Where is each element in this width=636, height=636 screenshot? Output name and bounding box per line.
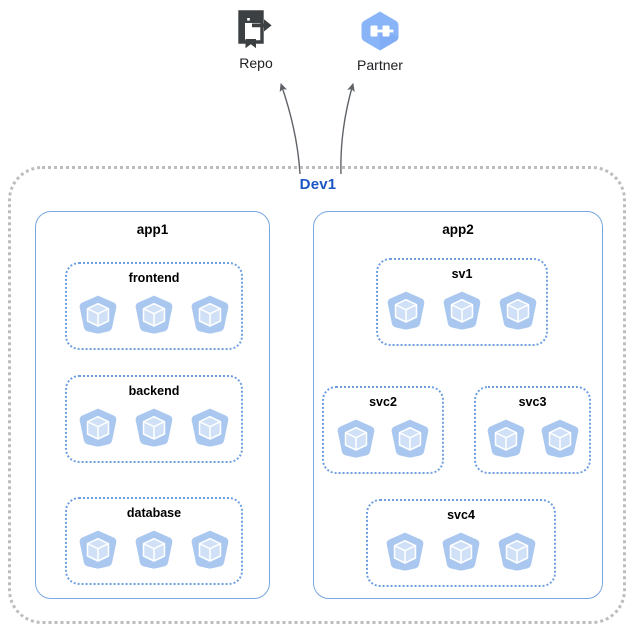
pod-icon[interactable] — [390, 418, 430, 462]
service-group-backend-label: backend — [128, 384, 180, 398]
pod-list-svc2 — [324, 418, 442, 462]
pod-icon[interactable] — [78, 529, 118, 573]
service-group-svc4-label: svc4 — [447, 508, 475, 522]
service-group-database-label: database — [126, 506, 182, 520]
pod-icon[interactable] — [78, 407, 118, 451]
pod-list-database — [67, 529, 241, 573]
service-group-svc2[interactable]: svc2 — [322, 386, 444, 474]
service-group-sv1[interactable]: sv1 — [376, 258, 548, 346]
service-group-svc2-label: svc2 — [369, 395, 397, 409]
pod-list-frontend — [67, 294, 241, 338]
arrow-dev1-to-repo — [279, 82, 301, 175]
pod-icon[interactable] — [336, 418, 376, 462]
pod-list-svc4 — [368, 531, 554, 575]
pod-icon[interactable] — [190, 407, 230, 451]
pod-list-sv1 — [378, 290, 546, 334]
partner-interconnect-hexagon-icon — [361, 11, 399, 51]
pod-icon[interactable] — [540, 418, 580, 462]
external-node-partner[interactable]: Partner — [340, 8, 420, 74]
pod-icon[interactable] — [441, 531, 481, 575]
pod-icon[interactable] — [385, 531, 425, 575]
service-group-database[interactable]: database — [65, 497, 243, 585]
pod-icon[interactable] — [486, 418, 526, 462]
service-group-backend[interactable]: backend — [65, 375, 243, 463]
arrow-dev1-to-partner — [340, 82, 355, 175]
pod-icon[interactable] — [134, 529, 174, 573]
external-node-repo[interactable]: Repo — [216, 8, 296, 72]
service-group-svc3-label: svc3 — [518, 395, 547, 409]
app-group-app2-label: app2 — [442, 222, 474, 237]
app-group-app1-label: app1 — [136, 222, 169, 237]
pod-icon[interactable] — [134, 294, 174, 338]
external-node-partner-label: Partner — [357, 57, 403, 73]
pod-icon[interactable] — [190, 294, 230, 338]
service-group-svc4[interactable]: svc4 — [366, 499, 556, 587]
pod-icon[interactable] — [134, 407, 174, 451]
pod-icon[interactable] — [78, 294, 118, 338]
pod-list-backend — [67, 407, 241, 451]
external-node-repo-label: Repo — [239, 55, 273, 71]
pod-icon[interactable] — [190, 529, 230, 573]
pod-list-svc3 — [476, 418, 589, 462]
pod-icon[interactable] — [386, 290, 426, 334]
pod-icon[interactable] — [497, 531, 537, 575]
service-group-frontend[interactable]: frontend — [65, 262, 243, 350]
environment-boundary-dev1[interactable] — [8, 166, 626, 624]
environment-title: Dev1 — [299, 176, 337, 193]
service-group-frontend-label: frontend — [128, 271, 180, 285]
service-group-svc3[interactable]: svc3 — [474, 386, 591, 474]
pod-icon[interactable] — [442, 290, 482, 334]
service-group-sv1-label: sv1 — [451, 267, 473, 281]
repository-icon — [238, 10, 272, 49]
pod-icon[interactable] — [498, 290, 538, 334]
